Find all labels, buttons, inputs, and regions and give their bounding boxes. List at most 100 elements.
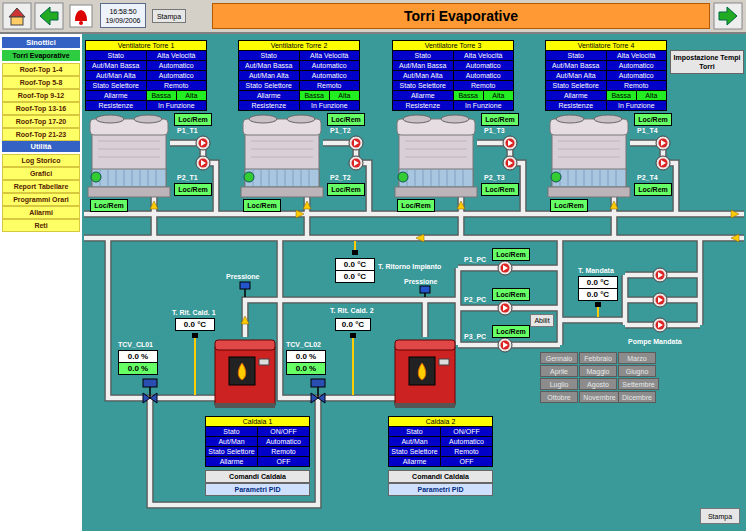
tag-label: TCV_CL02 <box>286 340 321 349</box>
label-text: Stato Selettore <box>393 81 453 90</box>
label-text: Parametri PID <box>235 485 281 494</box>
label-text: Febbraio <box>584 354 612 363</box>
label-text: Parametri PID <box>418 485 464 494</box>
mode-button: Loc/Rem <box>550 199 588 212</box>
menu-item: Roof-Top 5-8 <box>2 76 80 89</box>
flow-arrow <box>150 201 739 324</box>
tag-label: Pompe Mandata <box>628 337 682 346</box>
cooling-tower <box>241 115 323 197</box>
label-text: Comandi Caldaia <box>229 472 286 481</box>
tag-label: P1_T4 <box>637 126 658 135</box>
push-button: Impostazione Tempi Torri <box>670 50 744 74</box>
label-text: Luglio <box>550 380 569 389</box>
mode-button: Loc/Rem <box>397 199 435 212</box>
status-table: Caldaia 2StatoON/OFFAut/ManAutomaticoSta… <box>388 416 493 467</box>
label-text: Roof-Top 13-16 <box>16 104 66 113</box>
label-text: Stato <box>86 51 146 60</box>
label-text: Loc/Rem <box>94 201 124 210</box>
label-text: Sinottici <box>26 38 56 47</box>
push-button: Comandi Caldaia <box>205 470 310 483</box>
menu-item: Grafici <box>2 167 80 180</box>
push-button: Stampa <box>152 9 186 23</box>
tag-label: P2_T4 <box>637 173 658 182</box>
label-text: Stato <box>239 51 299 60</box>
label-text: Resistenze <box>393 101 453 110</box>
label-text: Allarmi <box>29 208 53 217</box>
value-display: 0.0 % <box>118 362 158 375</box>
label-text: Remoto <box>258 447 309 456</box>
label-text: Remoto <box>300 81 360 90</box>
label-text: Aut/Man Bassa <box>239 61 299 70</box>
menu-item: Roof-Top 9-12 <box>2 89 80 102</box>
label-text: Comandi Caldaia <box>412 472 469 481</box>
push-button: Parametri PID <box>205 483 310 496</box>
menu-item: Roof-Top 21-23 <box>2 128 80 141</box>
tag-label: P2_PC <box>464 295 486 304</box>
label-text: Bassa <box>454 91 483 100</box>
menu-item-active: Torri Evaporative <box>2 50 80 61</box>
status-table: Caldaia 1StatoON/OFFAut/ManAutomaticoSta… <box>205 416 310 467</box>
tag-label: P1_T3 <box>484 126 505 135</box>
label-text: Remoto <box>441 447 492 456</box>
label-text: Abilit <box>534 316 549 325</box>
label-text: Loc/Rem <box>247 201 277 210</box>
label-text: Maggio <box>587 367 610 376</box>
tag-label: P2_T2 <box>330 173 351 182</box>
label-text: Automatico <box>147 71 207 80</box>
pump-symbol <box>349 156 363 170</box>
label-text: 0.0 % <box>296 352 316 361</box>
label-text: Stampa <box>708 512 732 521</box>
label-text: Ottobre <box>547 393 570 402</box>
label-text: Loc/Rem <box>554 201 584 210</box>
label-text: Aut/Man Alta <box>239 71 299 80</box>
label-text: Aut/Man Alta <box>393 71 453 80</box>
title-bar: Torri Evaporative <box>212 3 710 29</box>
label-text: Stato Selettore <box>389 447 440 456</box>
value-display: 0.0 °C <box>335 318 371 331</box>
label-text: 0.0 °C <box>342 320 364 329</box>
label-text: Stampa <box>157 12 181 21</box>
label-text: Alta Velocità <box>607 51 667 60</box>
label-text: ON/OFF <box>258 427 309 436</box>
table-header: Caldaia 1 <box>206 417 309 426</box>
label-text: Remoto <box>454 81 514 90</box>
tag-label: P1_PC <box>464 255 486 264</box>
label-text: Alta <box>637 91 666 100</box>
label-text: 0.0 °C <box>587 278 609 287</box>
menu-item: Log Storico <box>2 154 80 167</box>
table-header: Caldaia 2 <box>389 417 492 426</box>
label-text: Allarme <box>546 91 606 100</box>
tag-label: P1_T1 <box>177 126 198 135</box>
mode-button: Loc/Rem <box>492 288 530 301</box>
table-header: Ventilatore Torre 4 <box>546 41 666 50</box>
label-text: Loc/Rem <box>485 185 515 194</box>
label-text: Giugno <box>626 367 649 376</box>
month-button: Marzo <box>618 352 656 364</box>
menu-header: Utilità <box>2 141 80 152</box>
label-text: Agosto <box>587 380 609 389</box>
month-button: Settembre <box>618 378 659 390</box>
tag-label: Pressione <box>404 277 437 286</box>
label-text: Aut/Man Alta <box>86 71 146 80</box>
label-text: Remoto <box>147 81 207 90</box>
label-text: Loc/Rem <box>496 250 526 259</box>
label-text: 0.0 °C <box>184 320 206 329</box>
label-text: Settembre <box>622 380 654 389</box>
label-text: Aut/Man <box>206 437 257 446</box>
label-text: Automatico <box>300 71 360 80</box>
alarm-bell <box>70 5 92 27</box>
label-text: Automatico <box>147 61 207 70</box>
screen-title: Torri Evaporative <box>404 8 518 24</box>
label-text: Automatico <box>300 61 360 70</box>
menu-item: Roof-Top 1-4 <box>2 63 80 76</box>
label-text: Allarme <box>389 457 440 466</box>
valve-symbol <box>311 379 325 403</box>
pump-symbol <box>498 301 512 315</box>
month-button: Febbraio <box>579 352 617 364</box>
label-text: Gennaio <box>546 354 572 363</box>
label-text: Loc/Rem <box>496 327 526 336</box>
table-header: Ventilatore Torre 3 <box>393 41 513 50</box>
table-header: Ventilatore Torre 2 <box>239 41 359 50</box>
tag-label: T. Rit. Cald. 1 <box>172 308 216 317</box>
boiler <box>215 340 275 408</box>
